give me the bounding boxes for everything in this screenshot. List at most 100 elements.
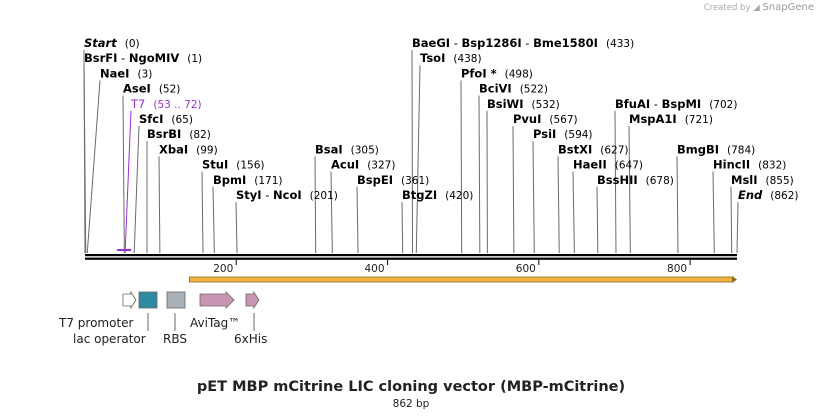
site-label-29[interactable]: MslI(855) <box>731 173 794 187</box>
site-label-8[interactable]: StuI (156) <box>202 158 264 172</box>
ruler-label-400: 400 <box>365 263 385 275</box>
site-label-22[interactable]: BstXI (627) <box>558 142 629 156</box>
enzyme-name: Bsp1286I <box>462 36 522 50</box>
site-label-16[interactable]: TsoI(438) <box>420 51 482 65</box>
site-label-15[interactable]: BaeGI - Bsp1286I - Bme1580I(433) <box>412 36 634 50</box>
cut-site-line-28 <box>712 171 715 254</box>
cut-site-line-17 <box>460 80 463 254</box>
cut-site-line-7 <box>158 156 161 254</box>
site-position: (532) <box>532 99 560 111</box>
enzyme-name: BmgBI <box>677 142 719 156</box>
credit-prefix: Created by <box>703 3 751 13</box>
enzyme-name: BfuAI <box>615 97 650 111</box>
enzyme-name: BspEI <box>357 173 393 187</box>
site-label-3[interactable]: AseI(52) <box>123 82 180 96</box>
enzyme-name: BspMI <box>662 97 702 111</box>
site-label-25[interactable]: BfuAI - BspMI(702) <box>615 97 737 111</box>
site-position: (82) <box>189 129 211 141</box>
site-label-0[interactable]: Start(0) <box>84 36 140 50</box>
site-label-20[interactable]: PvuI (567) <box>513 112 578 126</box>
enzyme-name: HaeII <box>573 158 607 172</box>
enzyme-name: StuI <box>202 158 228 172</box>
site-position: (567) <box>549 114 577 126</box>
site-label-9[interactable]: BpmI(171) <box>213 173 283 187</box>
enzyme-name: MslI <box>731 173 758 187</box>
his-tag-feature[interactable] <box>245 290 260 310</box>
site-label-10[interactable]: StyI - NcoI(201) <box>236 188 338 202</box>
enzyme-name: BtgZI <box>402 188 437 202</box>
enzyme-name: BciVI <box>479 82 512 96</box>
cut-site-line-30 <box>736 201 739 254</box>
enzyme-name: XbaI <box>159 142 188 156</box>
site-position: (420) <box>445 190 473 202</box>
site-label-27[interactable]: BmgBI(784) <box>677 142 755 156</box>
cut-site-line-15 <box>411 49 414 254</box>
cut-site-line-20 <box>512 125 515 254</box>
site-position: (156) <box>236 160 264 172</box>
site-position: (99) <box>196 144 218 156</box>
site-label-6[interactable]: BsrBI(82) <box>147 127 211 141</box>
cut-site-line-1 <box>83 65 87 254</box>
site-label-28[interactable]: HincII(832) <box>713 158 786 172</box>
snapgene-logo-icon: ◢ <box>753 3 760 13</box>
site-position: (327) <box>367 160 395 172</box>
cut-site-line-16 <box>415 65 421 254</box>
cut-site-line-24 <box>596 186 599 254</box>
site-label-4[interactable]: T7(53 .. 72) <box>130 97 202 111</box>
enzyme-name: PvuI <box>513 112 541 126</box>
cut-site-line-25 <box>614 110 617 254</box>
enzyme-name: Bme1580I <box>533 36 598 50</box>
site-position: (627) <box>600 144 628 156</box>
ruler-label-600: 600 <box>516 263 536 275</box>
site-position: (201) <box>310 190 338 202</box>
enzyme-name: NaeI <box>100 66 129 80</box>
orf-arrowhead <box>732 276 737 283</box>
sequence-line-top <box>85 254 737 257</box>
site-label-19[interactable]: BsiWI (532) <box>487 97 560 111</box>
site-label-30[interactable]: End(862) <box>738 188 799 202</box>
site-position: (0) <box>125 38 140 50</box>
cut-site-line-3 <box>122 95 125 254</box>
cut-site-line-11 <box>314 156 317 254</box>
site-position: (522) <box>520 84 548 96</box>
site-label-13[interactable]: BspEI(361) <box>357 173 429 187</box>
cut-site-line-22 <box>557 156 560 254</box>
site-label-17[interactable]: PfoI *(498) <box>461 66 533 80</box>
site-label-23[interactable]: HaeII(647) <box>573 158 643 172</box>
t7-promoter-label: T7 promoter <box>58 316 134 330</box>
orf-bar[interactable] <box>188 276 734 283</box>
site-label-12[interactable]: AcuI(327) <box>331 158 395 172</box>
site-label-7[interactable]: XbaI (99) <box>159 142 218 156</box>
cut-site-line-2 <box>86 80 101 254</box>
site-label-11[interactable]: BsaI(305) <box>315 142 379 156</box>
enzyme-name: BstXI <box>558 142 592 156</box>
credit-brand: SnapGene <box>762 2 814 13</box>
cut-site-line-14 <box>401 201 404 254</box>
site-label-14[interactable]: BtgZI (420) <box>402 188 473 202</box>
enzyme-name: BpmI <box>213 173 246 187</box>
cut-site-line-27 <box>676 156 679 254</box>
site-position: (433) <box>606 38 634 50</box>
site-label-26[interactable]: MspA1I(721) <box>629 112 713 126</box>
site-label-2[interactable]: NaeI(3) <box>100 66 152 80</box>
site-label-5[interactable]: SfcI (65) <box>139 112 193 126</box>
site-label-24[interactable]: BssHII(678) <box>597 173 674 187</box>
site-position: (678) <box>646 175 674 187</box>
rbs-label: RBS <box>163 332 187 346</box>
rbs-feature[interactable] <box>166 291 186 309</box>
t7-promoter-feature[interactable] <box>122 290 137 310</box>
site-position: (65) <box>171 114 193 126</box>
enzyme-name: NgoMIV <box>129 51 179 65</box>
site-label-21[interactable]: PsiI(594) <box>533 127 593 141</box>
enzyme-name: BsiWI <box>487 97 524 111</box>
site-label-18[interactable]: BciVI (522) <box>479 82 548 96</box>
site-position: (594) <box>564 129 592 141</box>
avitag-feature[interactable] <box>199 291 235 309</box>
cut-site-line-21 <box>532 141 535 254</box>
t7-site-marker <box>117 249 132 251</box>
site-position: (1) <box>187 53 202 65</box>
enzyme-name: SfcI <box>139 112 163 126</box>
site-label-1[interactable]: BsrFI - NgoMIV(1) <box>84 51 202 65</box>
lac-operator-feature[interactable] <box>138 291 158 309</box>
